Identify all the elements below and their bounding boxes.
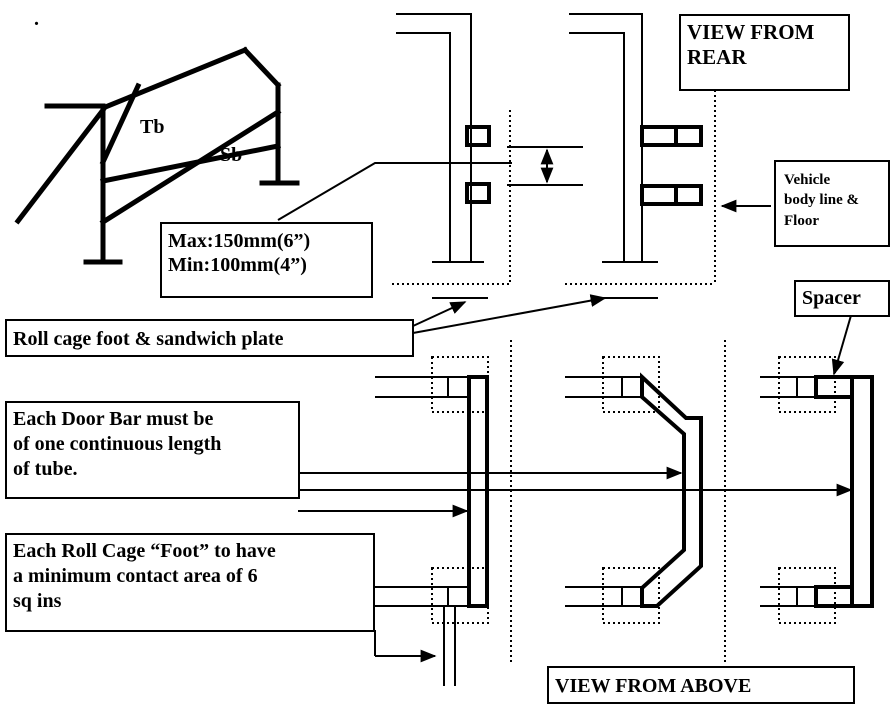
vehicle-body-label: Vehicle body line & Floor <box>774 160 890 247</box>
above-dividers <box>510 340 726 664</box>
foot-plate-label: Roll cage foot & sandwich plate <box>5 319 414 357</box>
tb-label: Tb <box>140 116 165 138</box>
rear-view-right <box>565 13 716 285</box>
above-view-middle <box>565 356 703 624</box>
sb-label: Sb <box>220 144 243 166</box>
foot-area-label: Each Roll Cage “Foot” to have a minimum … <box>5 533 375 632</box>
foot-plate-arrows <box>412 294 607 334</box>
door-bar-arrows <box>298 466 853 518</box>
above-view-right <box>760 311 874 624</box>
rear-view-left <box>392 13 511 285</box>
door-bar-label: Each Door Bar must be of one continuous … <box>5 401 300 499</box>
dimension-label: Max:150mm(6”) Min:100mm(4”) <box>160 222 373 298</box>
roll-cage-sketch <box>14 46 300 265</box>
dimension-marker <box>277 146 583 221</box>
view-from-above-label: VIEW FROM ABOVE <box>547 666 855 704</box>
foot-area-arrow <box>374 630 437 663</box>
view-from-rear-label: VIEW FROM REAR <box>679 14 850 91</box>
corner-dot: . <box>34 8 39 30</box>
above-view-left <box>375 356 489 686</box>
spacer-label: Spacer <box>794 280 890 317</box>
